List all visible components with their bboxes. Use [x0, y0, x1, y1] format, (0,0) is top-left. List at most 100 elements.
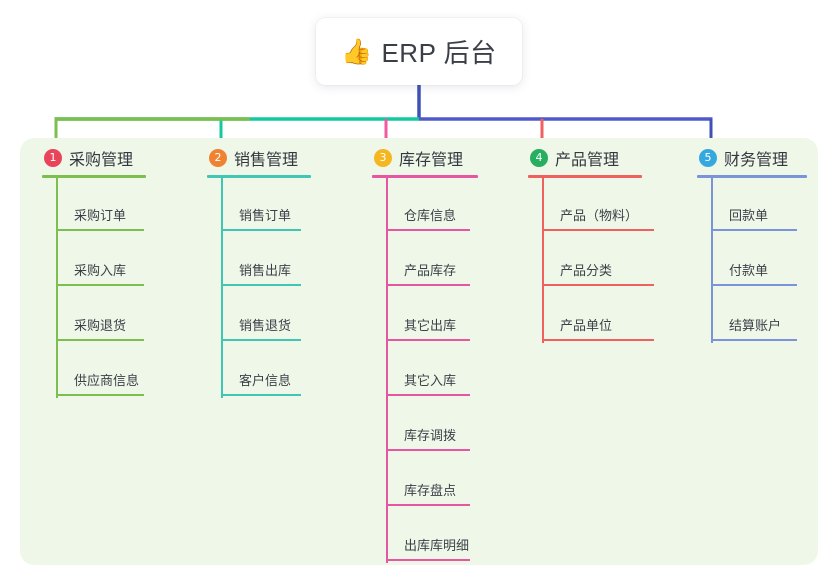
branch-badge-1: 1 [44, 149, 62, 167]
leaf-item-label: 仓库信息 [404, 208, 457, 223]
leaf-item-underline [386, 284, 470, 286]
branch-underline-3 [372, 175, 478, 178]
branch-badge-3: 3 [374, 149, 392, 167]
branch-underline-2 [207, 175, 311, 178]
leaf-item-underline [711, 284, 797, 286]
leaf-item-label: 销售订单 [239, 208, 292, 223]
branch-header-2[interactable]: 2 销售管理 [207, 146, 311, 170]
leaf-item[interactable]: 销售退货 [221, 288, 311, 343]
branch-title-5: 财务管理 [724, 152, 789, 169]
branch-spine-3 [386, 178, 388, 563]
leaf-item-underline [711, 229, 797, 231]
leaf-item-underline [56, 229, 144, 231]
leaf-item-underline [386, 229, 470, 231]
leaf-item[interactable]: 库存盘点 [386, 453, 478, 508]
leaf-item-underline [386, 394, 470, 396]
branch-items-1: 采购订单采购入库采购退货供应商信息 [42, 178, 146, 398]
branch-spine-2 [221, 178, 223, 398]
branch-badge-2: 2 [209, 149, 227, 167]
branch-items-3: 仓库信息产品库存其它出库其它入库库存调拨库存盘点出库库明细 [372, 178, 478, 563]
branch-column-4: 4 产品管理产品（物料） 产品分类产品单位 [528, 146, 654, 343]
leaf-item-underline [542, 229, 654, 231]
leaf-item-underline [56, 284, 144, 286]
leaf-item-underline [386, 339, 470, 341]
branch-spine-5 [711, 178, 713, 343]
diagram-panel [20, 138, 818, 565]
leaf-item-label: 销售退货 [239, 318, 292, 333]
root-node-card[interactable]: 👍 ERP 后台 [316, 18, 522, 85]
leaf-item[interactable]: 销售出库 [221, 233, 311, 288]
leaf-item-underline [386, 449, 470, 451]
leaf-item[interactable]: 产品单位 [542, 288, 654, 343]
branch-column-5: 5 财务管理回款单付款单结算账户 [697, 146, 807, 343]
leaf-item[interactable]: 销售订单 [221, 178, 311, 233]
leaf-item[interactable]: 仓库信息 [386, 178, 478, 233]
leaf-item-label: 库存盘点 [404, 483, 457, 498]
leaf-item-label: 客户信息 [239, 373, 292, 388]
branch-header-5[interactable]: 5 财务管理 [697, 146, 807, 170]
branch-badge-4: 4 [530, 149, 548, 167]
leaf-item-label: 回款单 [729, 208, 769, 223]
branch-items-4: 产品（物料） 产品分类产品单位 [528, 178, 654, 343]
leaf-item-underline [221, 339, 301, 341]
leaf-item-label: 采购退货 [74, 318, 127, 333]
leaf-item-underline [56, 339, 144, 341]
leaf-item-underline [221, 229, 301, 231]
leaf-item-underline [542, 339, 654, 341]
leaf-item-label: 付款单 [729, 263, 769, 278]
root-title: ERP 后台 [381, 38, 497, 68]
branch-badge-5: 5 [699, 149, 717, 167]
branch-title-2: 销售管理 [234, 152, 299, 169]
leaf-item[interactable]: 出库库明细 [386, 508, 478, 563]
leaf-item-label: 其它出库 [404, 318, 457, 333]
branch-underline-4 [528, 175, 642, 178]
leaf-item-underline [386, 504, 470, 506]
leaf-item-label: 其它入库 [404, 373, 457, 388]
leaf-item-label: 产品库存 [404, 263, 457, 278]
leaf-item-underline [711, 339, 797, 341]
leaf-item[interactable]: 其它出库 [386, 288, 478, 343]
leaf-item-label: 采购入库 [74, 263, 127, 278]
thumbs-up-icon: 👍 [341, 37, 373, 66]
leaf-item[interactable]: 产品分类 [542, 233, 654, 288]
leaf-item[interactable]: 付款单 [711, 233, 807, 288]
leaf-item[interactable]: 库存调拨 [386, 398, 478, 453]
branch-underline-1 [42, 175, 146, 178]
leaf-item-underline [386, 559, 470, 561]
branch-underline-5 [697, 175, 807, 178]
leaf-item-label: 产品分类 [560, 263, 613, 278]
branch-title-4: 产品管理 [555, 152, 620, 169]
leaf-item-label: 采购订单 [74, 208, 127, 223]
leaf-item[interactable]: 客户信息 [221, 343, 311, 398]
branch-column-1: 1 采购管理采购订单采购入库采购退货供应商信息 [42, 146, 146, 398]
leaf-item-label: 出库库明细 [404, 538, 470, 553]
leaf-item-underline [221, 284, 301, 286]
branch-spine-1 [56, 178, 58, 398]
leaf-item-label: 销售出库 [239, 263, 292, 278]
leaf-item-underline [56, 394, 144, 396]
leaf-item-label: 库存调拨 [404, 428, 457, 443]
branch-title-1: 采购管理 [69, 152, 134, 169]
leaf-item[interactable]: 产品库存 [386, 233, 478, 288]
leaf-item[interactable]: 采购订单 [56, 178, 146, 233]
leaf-item-label: 产品（物料） [560, 208, 639, 223]
leaf-item[interactable]: 采购退货 [56, 288, 146, 343]
branch-items-2: 销售订单销售出库销售退货客户信息 [207, 178, 311, 398]
branch-items-5: 回款单付款单结算账户 [697, 178, 807, 343]
branch-header-1[interactable]: 1 采购管理 [42, 146, 146, 170]
leaf-item[interactable]: 其它入库 [386, 343, 478, 398]
branch-column-2: 2 销售管理销售订单销售出库销售退货客户信息 [207, 146, 311, 398]
leaf-item[interactable]: 结算账户 [711, 288, 807, 343]
leaf-item[interactable]: 产品（物料） [542, 178, 654, 233]
branch-header-4[interactable]: 4 产品管理 [528, 146, 642, 170]
leaf-item-underline [542, 284, 654, 286]
leaf-item[interactable]: 供应商信息 [56, 343, 146, 398]
leaf-item[interactable]: 采购入库 [56, 233, 146, 288]
leaf-item[interactable]: 回款单 [711, 178, 807, 233]
leaf-item-label: 供应商信息 [74, 373, 140, 388]
leaf-item-label: 产品单位 [560, 318, 613, 333]
leaf-item-label: 结算账户 [729, 318, 782, 333]
